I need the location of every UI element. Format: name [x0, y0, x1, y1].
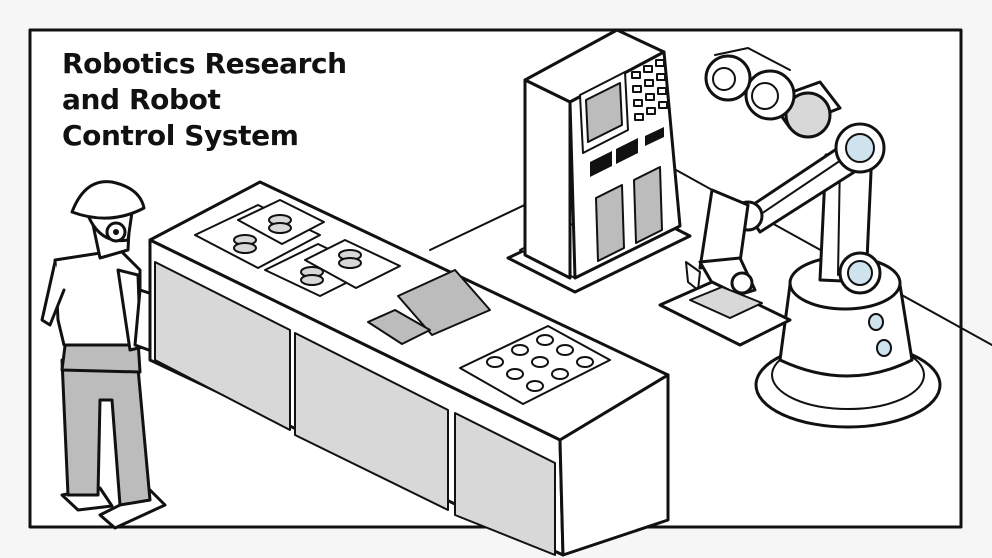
- robot-arm-icon: [658, 47, 942, 429]
- title-line-2: and Robot: [62, 83, 221, 116]
- title-line-1: Robotics Research: [62, 47, 347, 80]
- control-cabinet-icon: [506, 28, 692, 294]
- illustration-title: Robotics Research and Robot Control Syst…: [62, 46, 347, 154]
- control-console-icon: [148, 180, 670, 557]
- title-line-3: Control System: [62, 119, 299, 152]
